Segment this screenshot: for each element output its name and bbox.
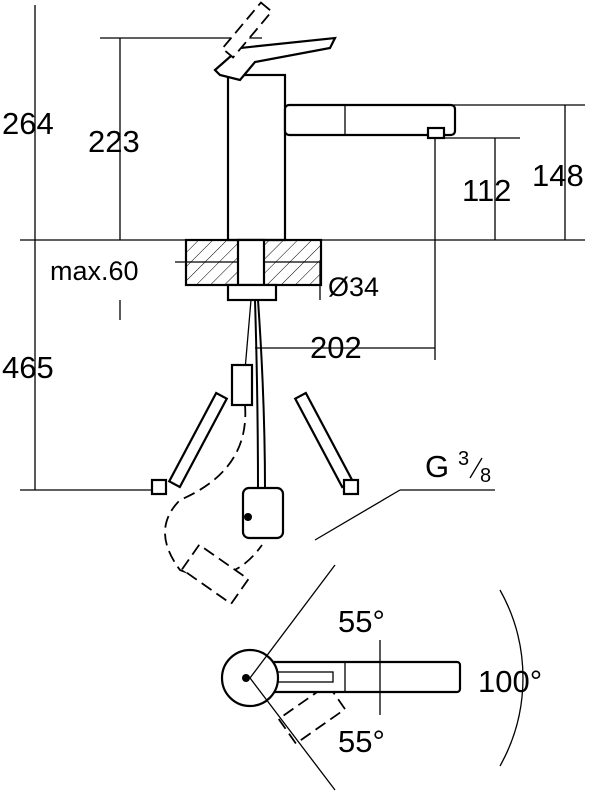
supply-hoses xyxy=(150,391,495,541)
dim-hole-diameter: Ø34 xyxy=(328,272,379,302)
dim-body-height: 223 xyxy=(88,124,140,159)
dim-total-height: 264 xyxy=(2,106,54,141)
dim-swivel-total: 100° xyxy=(478,664,542,699)
dim-swivel-right: 55° xyxy=(338,724,385,759)
dim-max-thickness: max.60 xyxy=(50,256,139,286)
dim-thread-num: 3 xyxy=(458,448,469,470)
dim-hose-length: 465 xyxy=(2,350,54,385)
dim-outlet-height: 112 xyxy=(462,173,511,208)
faucet-side-view xyxy=(164,1,457,577)
dim-swivel-left: 55° xyxy=(338,604,385,639)
dim-thread-prefix: G xyxy=(425,449,449,484)
faucet-plan-view xyxy=(180,543,524,791)
dim-reach: 202 xyxy=(310,330,362,365)
dim-thread-den: 8 xyxy=(480,465,491,487)
dim-spout-height: 148 xyxy=(532,158,584,193)
